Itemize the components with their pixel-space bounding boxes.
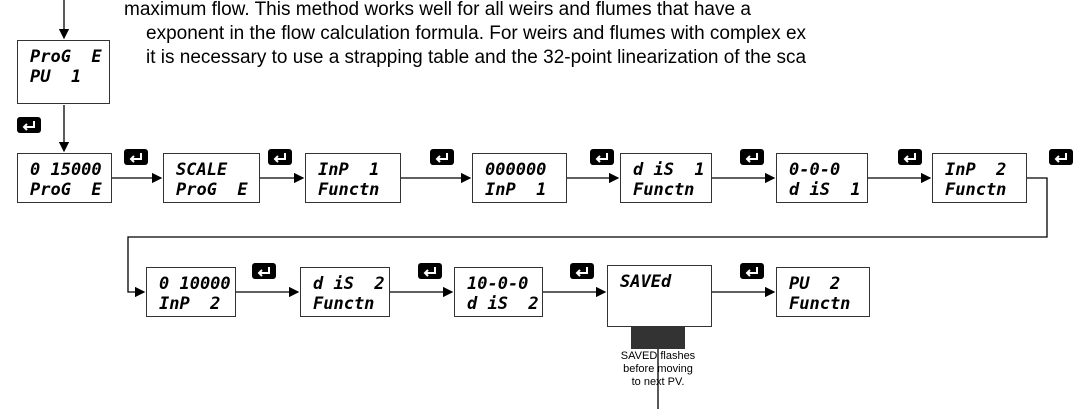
saved-note-line-3: to next PV. — [631, 376, 685, 388]
intro-line-2: exponent in the flow calculation formula… — [146, 23, 807, 44]
display-line-1: d iS 2 — [313, 274, 385, 294]
display-inp2-value: 0 10000 InP 2 — [146, 267, 236, 317]
display-line-1: 10-0-0 — [467, 274, 529, 294]
display-inp1-functn: InP 1 Functn — [305, 153, 401, 203]
display-line-1: InP 1 — [318, 160, 380, 180]
enter-key-icon — [17, 117, 41, 133]
display-line-1: SCALE — [176, 160, 228, 180]
display-line-2: Functn — [945, 180, 1007, 200]
display-line-1: d iS 1 — [633, 160, 705, 180]
display-pv2-functn: PU 2 Functn — [776, 267, 870, 317]
display-inp1-value: 000000 InP 1 — [472, 153, 567, 203]
display-line-1: 0 15000 — [30, 160, 102, 180]
enter-key-icon — [740, 149, 764, 165]
enter-key-icon — [898, 149, 922, 165]
enter-key-icon — [418, 263, 442, 279]
display-inp2-functn: InP 2 Functn — [932, 153, 1027, 203]
display-line-1: 0 10000 — [159, 274, 231, 294]
display-line-2: ProG E — [30, 180, 102, 200]
intro-line-1: maximum flow. This method works well for… — [124, 0, 751, 20]
display-line-2: d iS 2 — [467, 294, 539, 314]
enter-key-icon — [1049, 149, 1073, 165]
display-line-1: 0-0-0 — [789, 160, 841, 180]
display-line-1: InP 2 — [945, 160, 1007, 180]
display-prog-e-pv1: ProG E PU 1 — [17, 40, 110, 104]
display-line-2: PU 1 — [30, 67, 82, 87]
intro-line-3: it is necessary to use a strapping table… — [146, 47, 807, 68]
display-dis2-value: 10-0-0 d iS 2 — [454, 267, 543, 317]
enter-key-icon — [430, 149, 454, 165]
display-line-2: Functn — [633, 180, 695, 200]
display-line-2: Functn — [313, 294, 375, 314]
enter-key-icon — [252, 263, 276, 279]
display-line-2: Functn — [318, 180, 380, 200]
display-dis1-functn: d iS 1 Functn — [620, 153, 712, 203]
display-line-1: PU 2 — [789, 274, 841, 294]
display-line-1: 000000 — [485, 160, 547, 180]
display-line-2: InP 1 — [485, 180, 547, 200]
display-line-2: ProG E — [176, 180, 248, 200]
display-line-1: ProG E — [30, 47, 102, 67]
display-exponent: 0 15000 ProG E — [17, 153, 112, 203]
display-line-2: Functn — [789, 294, 851, 314]
saved-note-line-2: before moving — [623, 363, 693, 375]
saved-note: SAVED flashes before moving to next PV. — [618, 350, 698, 389]
enter-key-icon — [590, 149, 614, 165]
enter-key-icon — [740, 263, 764, 279]
display-line-2: d iS 1 — [789, 180, 861, 200]
display-line-1: SAVEd — [620, 272, 672, 292]
display-saved: SAVEd — [607, 265, 712, 327]
display-scale: SCALE ProG E — [163, 153, 260, 203]
display-line-2: InP 2 — [159, 294, 221, 314]
enter-key-icon — [268, 149, 292, 165]
enter-key-icon — [124, 149, 148, 165]
display-dis1-value: 0-0-0 d iS 1 — [776, 153, 868, 203]
saved-note-line-1: SAVED flashes — [620, 350, 696, 362]
display-dis2-functn: d iS 2 Functn — [300, 267, 390, 317]
enter-key-icon — [570, 263, 594, 279]
